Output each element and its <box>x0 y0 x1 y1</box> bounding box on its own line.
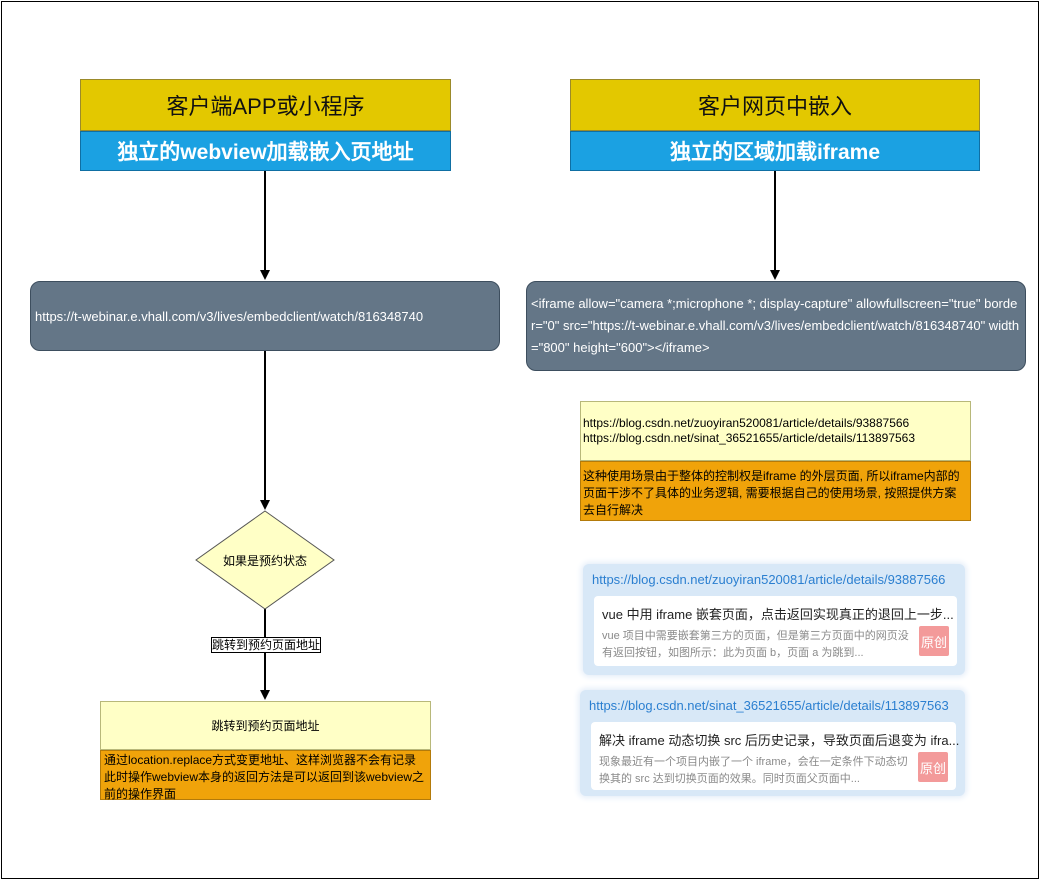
decision-text: 如果是预约状态 <box>222 553 307 568</box>
original-badge: 原创 <box>918 752 948 782</box>
card-desc: 现象最近有一个项目内嵌了一个 iframe，会在一定条件下动态切换其的 src … <box>599 756 908 785</box>
left-subtitle-text: 独立的webview加载嵌入页地址 <box>117 141 414 164</box>
card-title[interactable]: 解决 iframe 动态切换 src 后历史记录，导致页面后退变为 ifra..… <box>599 733 960 748</box>
result-title-text: 跳转到预约页面地址 <box>211 719 320 733</box>
result-note-box: 通过location.replace方式变更地址、这样浏览器不会有记录此时操作w… <box>100 750 431 801</box>
left-title: 客户端APP或小程序 <box>80 79 451 131</box>
right-title-text: 客户网页中嵌入 <box>697 94 852 119</box>
links-note-line-1: https://blog.csdn.net/zuoyiran520081/art… <box>583 416 910 430</box>
card-link[interactable]: https://blog.csdn.net/zuoyiran520081/art… <box>592 572 946 587</box>
decision-diamond <box>195 510 335 610</box>
right-subtitle-text: 独立的区域加载iframe <box>669 141 881 164</box>
card-body[interactable]: vue 中用 iframe 嵌套页面，点击返回实现真正的退回上一步... vue… <box>594 596 957 666</box>
left-title-text: 客户端APP或小程序 <box>166 94 365 119</box>
card-body[interactable]: 解决 iframe 动态切换 src 后历史记录，导致页面后退变为 ifra..… <box>591 722 960 790</box>
result-note-text: 通过location.replace方式变更地址、这样浏览器不会有记录此时操作w… <box>104 753 425 801</box>
right-subtitle: 独立的区域加载iframe <box>570 131 980 171</box>
result-title-box: 跳转到预约页面地址 <box>100 701 431 750</box>
links-note-line-2: https://blog.csdn.net/sinat_36521655/art… <box>583 431 916 445</box>
article-card[interactable]: https://blog.csdn.net/zuoyiran520081/art… <box>583 564 965 675</box>
original-badge: 原创 <box>919 626 949 656</box>
left-subtitle: 独立的webview加载嵌入页地址 <box>80 131 451 171</box>
card-link[interactable]: https://blog.csdn.net/sinat_36521655/art… <box>589 698 949 713</box>
iframe-code-text: <iframe allow="camera *;microphone *; di… <box>531 296 1020 355</box>
explain-note-box: 这种使用场景由于整体的控制权是iframe 的外层页面, 所以iframe内部的… <box>580 461 971 521</box>
decision-label: 如果是预约状态 <box>210 545 320 575</box>
embed-url-box: https://t-webinar.e.vhall.com/v3/lives/e… <box>30 281 500 351</box>
edge-label: 跳转到预约页面地址 <box>211 637 321 653</box>
article-card[interactable]: https://blog.csdn.net/sinat_36521655/art… <box>580 690 965 796</box>
right-title: 客户网页中嵌入 <box>570 79 980 131</box>
embed-url-text: https://t-webinar.e.vhall.com/v3/lives/e… <box>35 308 424 324</box>
card-desc: vue 项目中需要嵌套第三方的页面，但是第三方页面中的网页没有返回按钮，如图所示… <box>602 630 909 659</box>
card-title[interactable]: vue 中用 iframe 嵌套页面，点击返回实现真正的退回上一步... <box>602 607 954 622</box>
explain-note-text: 这种使用场景由于整体的控制权是iframe 的外层页面, 所以iframe内部的… <box>583 469 960 517</box>
iframe-code-box: <iframe allow="camera *;microphone *; di… <box>526 281 1026 371</box>
links-note-box: https://blog.csdn.net/zuoyiran520081/art… <box>580 401 971 461</box>
